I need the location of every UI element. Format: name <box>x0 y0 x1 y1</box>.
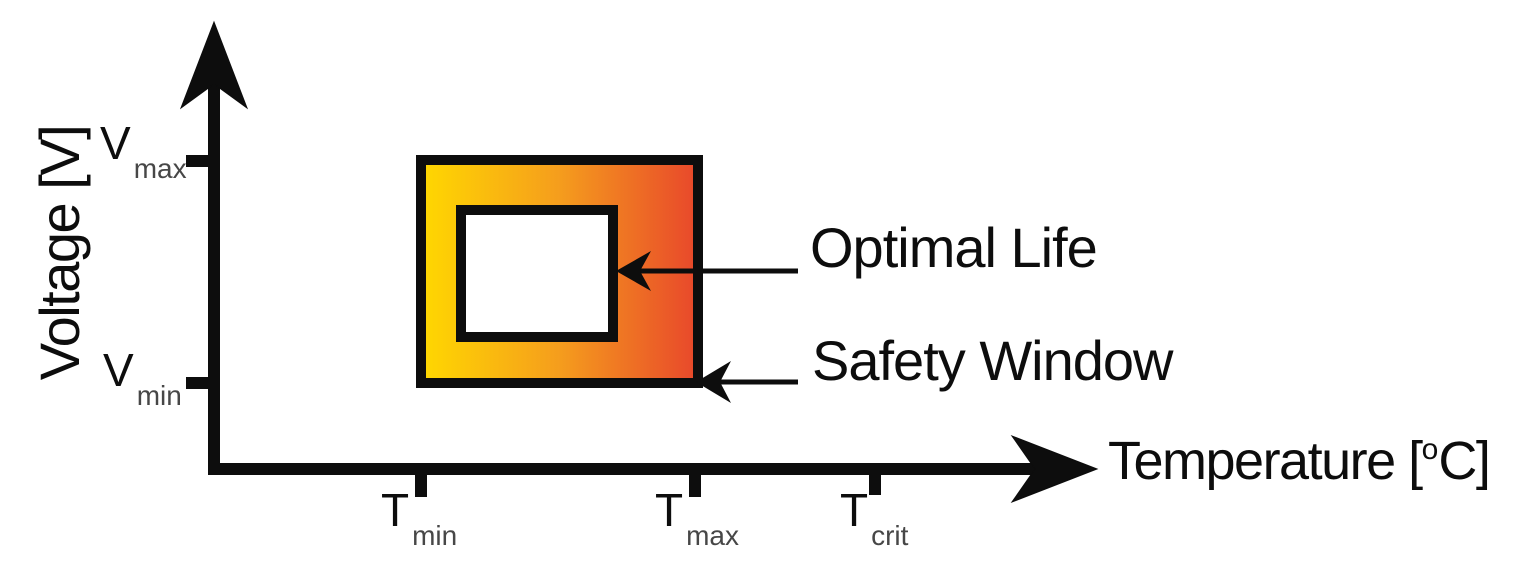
safety-window-arrowhead-icon <box>696 361 731 403</box>
t-max-sub: max <box>686 520 740 551</box>
x-axis-arrowhead-icon <box>1010 434 1099 504</box>
v-max-sub: max <box>133 153 187 184</box>
v-min-base: V <box>103 344 134 396</box>
t-max-base: T <box>655 484 684 536</box>
safety-window-label: Safety Window <box>812 329 1173 392</box>
t-crit-base: T <box>840 484 869 536</box>
y-axis-arrowhead-icon <box>179 20 249 110</box>
axes-lines <box>208 62 1040 475</box>
x-axis-title: Temperature [oC] <box>1108 431 1491 491</box>
optimal-life-arrowhead-icon <box>616 251 651 291</box>
v-min-sub: min <box>136 380 182 411</box>
t-min-sub: min <box>412 520 458 551</box>
t-crit-sub: crit <box>871 520 909 551</box>
optimal-life-label: Optimal Life <box>810 216 1098 279</box>
degree-symbol: o <box>1421 433 1439 466</box>
x-axis-title-prefix: Temperature [ <box>1108 431 1423 491</box>
t-min-base: T <box>381 484 410 536</box>
x-axis-title-suffix: C] <box>1438 431 1491 491</box>
y-axis-title: Voltage [V] <box>28 125 91 381</box>
v-max-base: V <box>100 117 131 169</box>
optimal-life-rect <box>456 205 618 342</box>
